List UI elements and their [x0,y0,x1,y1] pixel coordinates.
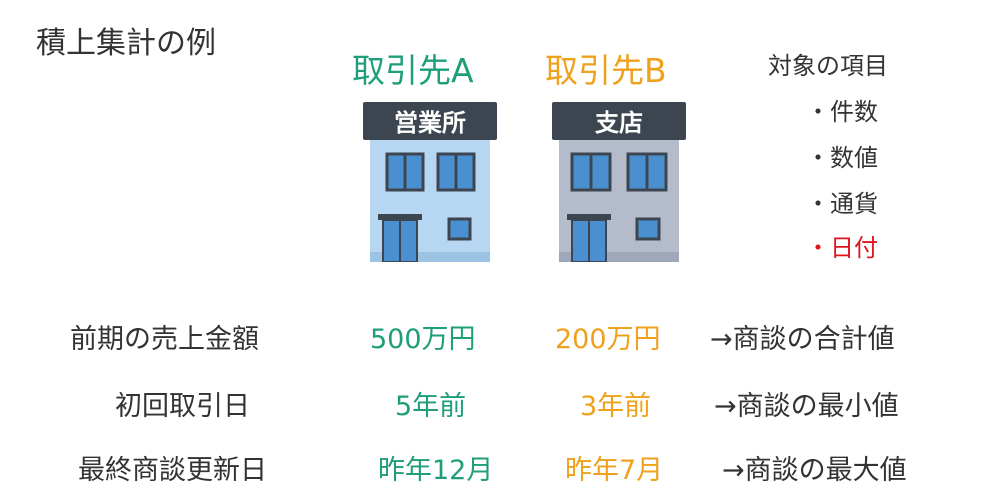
client-a-name: 取引先A [352,51,474,90]
row-label-first-transaction-date: 初回取引日 [115,391,250,422]
row-3-client-b-value: 昨年7月 [565,455,664,486]
page-title: 積上集計の例 [36,26,216,61]
row-label-last-deal-update: 最終商談更新日 [78,455,267,486]
row-3-aggregation-note: →商談の最大値 [722,455,907,486]
row-1-client-b-value: 200万円 [555,324,661,355]
row-3-client-a-value: 昨年12月 [378,455,494,486]
target-items-heading: 対象の項目 [768,52,888,80]
row-1-aggregation-note: →商談の合計値 [710,324,895,355]
row-label-previous-sales: 前期の売上金額 [70,324,259,355]
row-2-aggregation-note: →商談の最小値 [714,391,899,422]
target-item-date: ・日付 [806,234,878,262]
sales-office-sign: 営業所 [394,109,466,137]
row-1-client-a-value: 500万円 [370,324,476,355]
branch-sign: 支店 [595,109,643,137]
sales-office-building-icon: 営業所 [363,102,497,262]
target-item-currency: ・通貨 [806,190,878,218]
client-b-name: 取引先B [545,51,667,90]
branch-building-icon: 支店 [552,102,686,262]
target-item-count: ・件数 [806,98,878,126]
row-2-client-b-value: 3年前 [580,391,652,422]
row-2-client-a-value: 5年前 [395,391,467,422]
target-item-number: ・数値 [806,144,878,172]
